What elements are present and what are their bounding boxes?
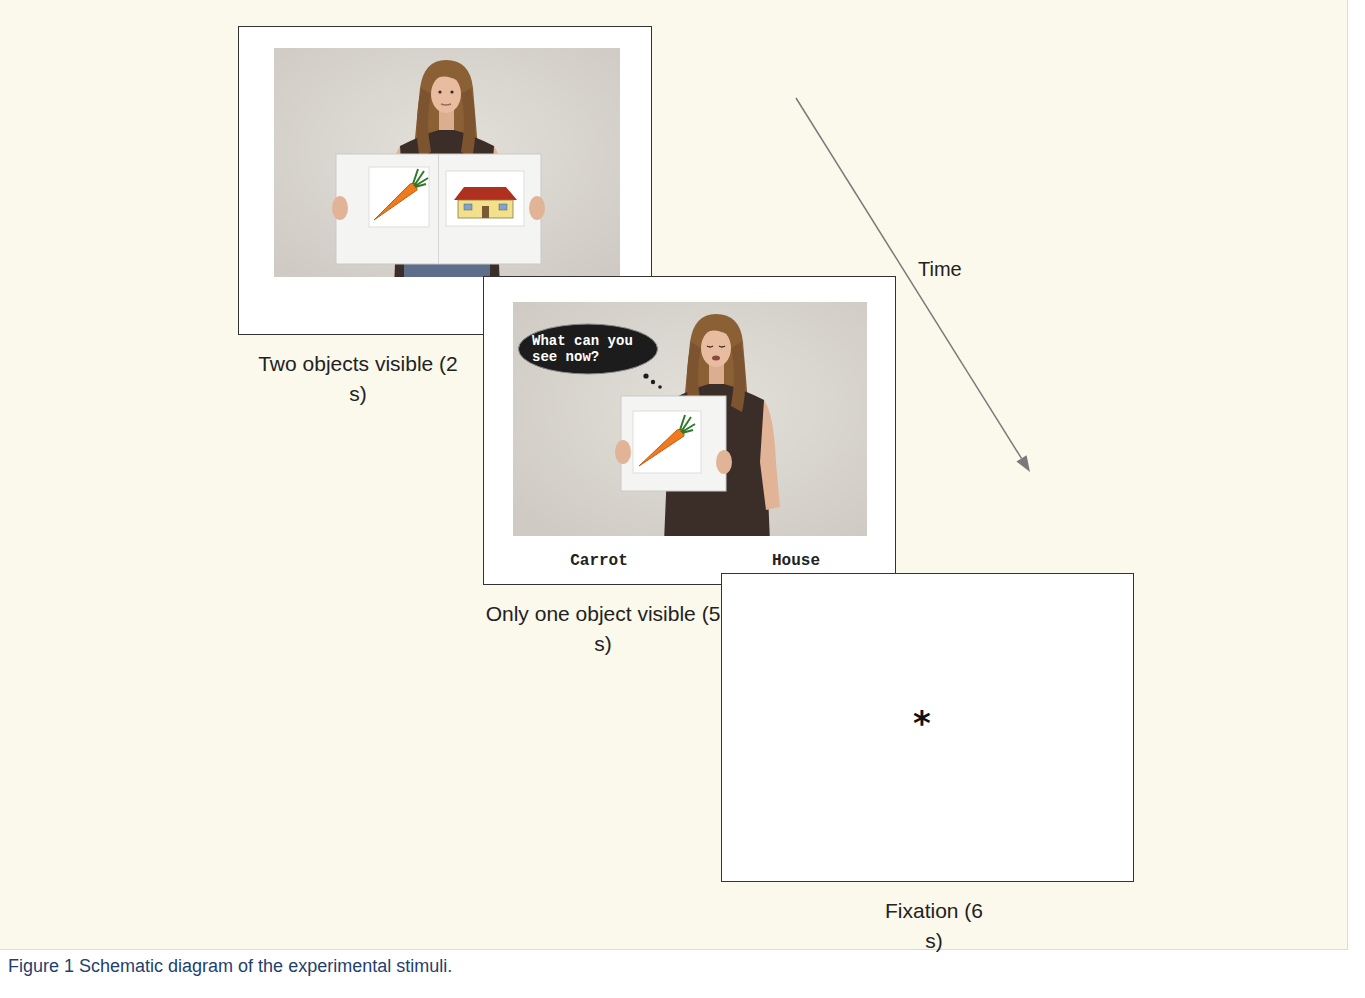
stimulus-frame: *Fixation (6 s) xyxy=(721,573,1134,882)
response-option: House xyxy=(736,551,856,571)
speech-text: What can you see now? xyxy=(532,333,644,365)
stimulus-frame: CarrotHouseOnly one object visible (5 s)… xyxy=(483,276,896,585)
response-option: Carrot xyxy=(539,551,659,571)
speech-bubble: What can you see now? xyxy=(517,323,659,375)
photo-two-objects xyxy=(274,48,620,277)
figure-caption: Figure 1 Schematic diagram of the experi… xyxy=(8,956,452,977)
frame-label: Fixation (6 s) xyxy=(884,896,984,956)
fixation-cross: * xyxy=(902,703,942,743)
frame-label: Two objects visible (2 s) xyxy=(258,349,458,409)
axis-label: Time xyxy=(918,258,962,281)
frame-label: Only one object visible (5 s) xyxy=(483,599,723,659)
